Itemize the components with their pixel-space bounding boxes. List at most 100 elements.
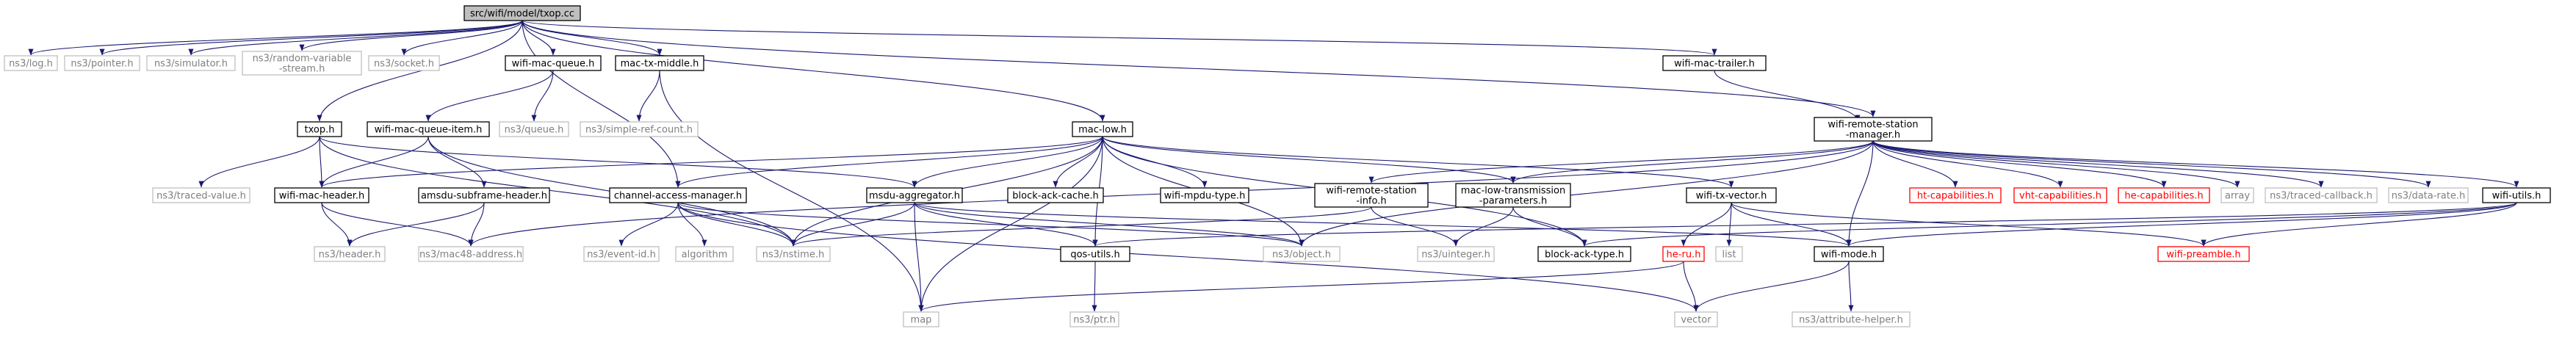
edge-txoph-to-msdu	[319, 136, 917, 188]
edge-amsdu-to-header	[347, 202, 485, 247]
node-label: qos-utils.h	[1070, 250, 1119, 261]
node-array: array	[2220, 187, 2254, 203]
node-box	[152, 187, 250, 203]
node-label: ns3/simulator.h	[154, 59, 228, 70]
node-macqueue[interactable]: wifi-mac-queue.h	[505, 55, 602, 71]
node-box	[1060, 246, 1130, 262]
edge-txparams-to-batype	[1512, 206, 1587, 247]
edge-mode-to-vector	[1693, 261, 1850, 312]
node-vhtcap[interactable]: vht-capabilities.h	[2013, 187, 2107, 203]
edge-rsm-to-vhtcap	[1872, 140, 2063, 188]
edge-txvector-to-heru	[1681, 202, 1732, 247]
node-label: wifi-mac-queue.h	[512, 59, 595, 70]
node-preamble[interactable]: wifi-preamble.h	[2157, 246, 2250, 262]
edge-rsm-to-htcap	[1872, 140, 1958, 188]
edge-msdu-to-map	[914, 202, 924, 312]
node-label: ns3/simple-ref-count.h	[585, 125, 693, 136]
node-label: wifi-remote-station	[1828, 120, 1918, 131]
node-txmiddle[interactable]: mac-tx-middle.h	[615, 55, 704, 71]
node-label: ns3/mac48-address.h	[419, 250, 522, 261]
edge-cam-to-nstime	[677, 202, 796, 247]
node-txparams[interactable]: mac-low-transmission-parameters.h	[1455, 183, 1571, 208]
node-box	[2157, 246, 2250, 262]
node-box	[609, 187, 747, 203]
node-vector: vector	[1674, 311, 1718, 327]
node-label: map	[911, 315, 932, 326]
edge-maclow-to-cam	[675, 136, 1103, 188]
node-queueh: ns3/queue.h	[499, 121, 569, 137]
node-qos[interactable]: qos-utils.h	[1060, 246, 1130, 262]
node-box	[1662, 246, 1705, 262]
node-msdu[interactable]: msdu-aggregator.h	[866, 187, 963, 203]
node-box	[2388, 187, 2469, 203]
node-label: channel-access-manager.h	[614, 191, 742, 202]
node-mpdutype[interactable]: wifi-mpdu-type.h	[1160, 187, 1249, 203]
node-utils[interactable]: wifi-utils.h	[2482, 187, 2551, 203]
node-label: -stream.h	[279, 64, 325, 75]
node-label: wifi-mac-queue-item.h	[375, 125, 483, 136]
edge-txoph-to-tracedvalue	[198, 136, 320, 188]
node-label: src/wifi/model/txop.cc	[470, 9, 574, 20]
node-box	[866, 187, 963, 203]
edge-rsm-to-hecap	[1872, 140, 2167, 188]
node-eventid: ns3/event-id.h	[583, 246, 660, 262]
node-label: -manager.h	[1846, 130, 1900, 141]
node-map: map	[903, 311, 939, 327]
node-random: ns3/random-variable-stream.h	[242, 51, 362, 76]
node-box	[1686, 187, 1777, 203]
node-macheader[interactable]: wifi-mac-header.h	[274, 187, 369, 203]
edge-utils-to-qos	[1093, 202, 2517, 247]
node-rsm[interactable]: wifi-remote-station-manager.h	[1814, 117, 1933, 142]
node-label: mac-low.h	[1078, 125, 1127, 136]
node-label: vector	[1681, 315, 1711, 326]
node-box	[499, 121, 569, 137]
edge-root-to-txmiddle	[522, 20, 663, 56]
edge-txmiddle-to-map	[659, 70, 924, 312]
node-box	[2118, 187, 2210, 203]
node-mode[interactable]: wifi-mode.h	[1814, 246, 1884, 262]
node-nstime: ns3/nstime.h	[756, 246, 831, 262]
node-label: wifi-preamble.h	[2166, 250, 2240, 261]
node-label: wifi-mac-trailer.h	[1674, 59, 1755, 70]
node-txvector[interactable]: wifi-tx-vector.h	[1686, 187, 1777, 203]
node-heru[interactable]: he-ru.h	[1662, 246, 1705, 262]
node-rsinfo[interactable]: wifi-remote-station-info.h	[1314, 183, 1429, 208]
edge-cam-to-eventid	[618, 202, 679, 247]
node-htcap[interactable]: ht-capabilities.h	[1909, 187, 2002, 203]
nodes-layer: src/wifi/model/txop.cc ns3/log.h ns3/point…	[4, 5, 2551, 327]
node-box	[756, 246, 831, 262]
node-root[interactable]: src/wifi/model/txop.cc	[463, 5, 581, 21]
edge-mode-to-attrhelper	[1848, 261, 1854, 312]
node-log: ns3/log.h	[4, 55, 58, 71]
edge-macheader-to-header	[321, 202, 353, 247]
node-batype[interactable]: block-ack-type.h	[1537, 246, 1631, 262]
node-label: mac-low-transmission	[1461, 186, 1565, 197]
node-box	[675, 246, 734, 262]
node-maclow[interactable]: mac-low.h	[1072, 121, 1133, 137]
node-list: list	[1715, 246, 1743, 262]
node-txoph[interactable]: txop.h	[297, 121, 342, 137]
node-label: ns3/attribute-helper.h	[1799, 315, 1903, 326]
edge-txparams-to-uinteger	[1453, 206, 1514, 247]
node-label: ns3/pointer.h	[71, 59, 133, 70]
edge-root-to-maclow	[522, 20, 1105, 122]
node-box	[583, 246, 660, 262]
node-label: wifi-remote-station	[1326, 186, 1416, 197]
node-cam[interactable]: channel-access-manager.h	[609, 187, 747, 203]
node-box	[4, 55, 58, 71]
node-box	[2482, 187, 2551, 203]
node-amsdu[interactable]: amsdu-subframe-header.h	[418, 187, 550, 203]
node-bacache[interactable]: block-ack-cache.h	[1007, 187, 1104, 203]
edge-macqueue-to-queueitem	[425, 70, 554, 122]
edge-rsinfo-to-nstime	[790, 206, 1372, 247]
node-hecap[interactable]: he-capabilities.h	[2118, 187, 2210, 203]
node-box	[1662, 55, 1767, 71]
node-label: wifi-mpdu-type.h	[1164, 191, 1246, 202]
node-box	[1160, 187, 1249, 203]
node-label: list	[1722, 250, 1736, 261]
node-trailer[interactable]: wifi-mac-trailer.h	[1662, 55, 1767, 71]
node-box	[1814, 117, 1933, 142]
node-queueitem[interactable]: wifi-mac-queue-item.h	[367, 121, 490, 137]
node-box	[418, 187, 550, 203]
